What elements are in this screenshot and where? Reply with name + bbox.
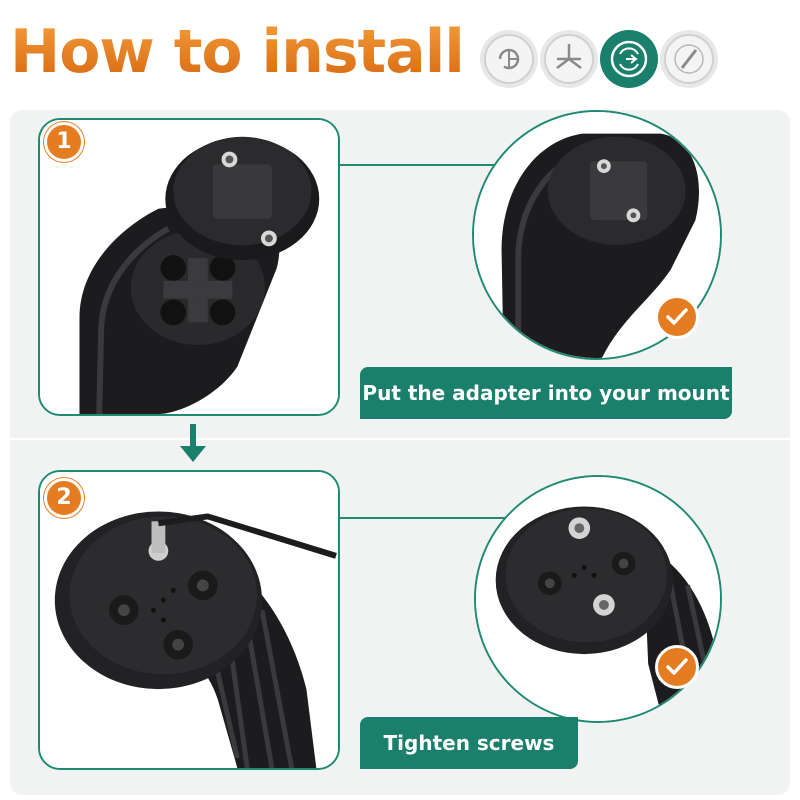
step-1-photo xyxy=(38,118,340,416)
check-icon xyxy=(655,645,699,689)
rotate-align-icon xyxy=(480,30,538,88)
step-icon-strip xyxy=(480,30,720,94)
step-number-badge: 2 xyxy=(44,478,84,518)
callout-connector xyxy=(340,517,510,519)
step-2-caption: Tighten screws xyxy=(360,717,578,769)
callout-connector xyxy=(340,164,495,166)
step-2-photo xyxy=(38,470,340,770)
check-icon xyxy=(655,295,699,339)
arrow-down-icon xyxy=(178,424,208,466)
install-adapter-icon xyxy=(600,30,658,88)
screwdriver-icon xyxy=(660,30,718,88)
page-title: How to install xyxy=(10,17,465,87)
mount-tripod-icon xyxy=(540,30,598,88)
step-number-badge: 1 xyxy=(44,122,84,162)
step-1-caption: Put the adapter into your mount xyxy=(360,367,732,419)
